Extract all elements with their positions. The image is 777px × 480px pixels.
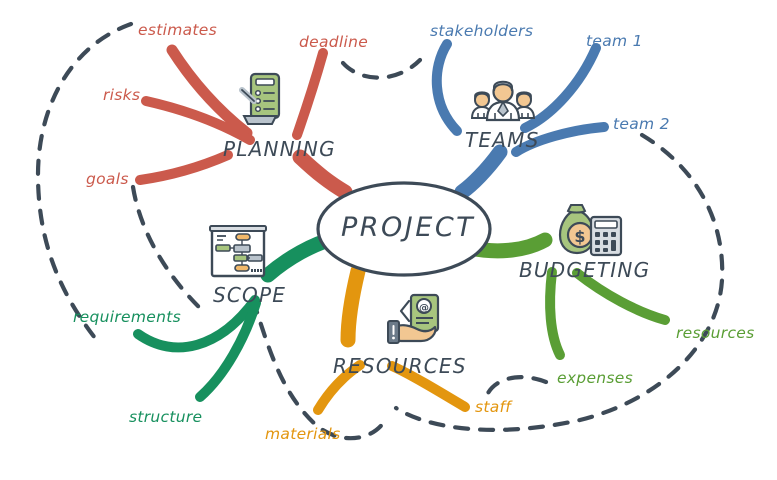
branch-stroke-resources-staff bbox=[387, 361, 470, 412]
branch-stroke-teams-team1 bbox=[520, 43, 601, 133]
branch-label-planning[interactable]: PLANNING bbox=[223, 137, 336, 161]
leaf-label-expenses[interactable]: expenses bbox=[557, 369, 633, 387]
branch-label-teams[interactable]: TEAMS bbox=[465, 128, 540, 152]
branch-stroke-planning-goals bbox=[135, 150, 233, 185]
branch-stroke-planning-estimates bbox=[166, 44, 253, 139]
branch-label-scope[interactable]: SCOPE bbox=[213, 283, 287, 307]
svg-text:$: $ bbox=[574, 227, 585, 246]
leaf-label-structure[interactable]: structure bbox=[129, 408, 203, 426]
leaf-label-staff[interactable]: staff bbox=[475, 398, 512, 416]
leaf-label-materials[interactable]: materials bbox=[265, 425, 341, 443]
branch-stroke-planning-risks bbox=[141, 96, 255, 145]
dashed-arc-right-outer bbox=[393, 132, 725, 432]
money-bag-calculator-icon: $ bbox=[558, 204, 623, 257]
flowchart-board-icon bbox=[209, 225, 267, 278]
central-topic-label[interactable]: PROJECT bbox=[341, 212, 476, 243]
leaf-label-stakeholders[interactable]: stakeholders bbox=[430, 22, 534, 40]
branch-stroke-resources-main bbox=[340, 263, 366, 348]
branch-resources[interactable] bbox=[313, 263, 470, 415]
central-topic-ellipse[interactable] bbox=[316, 181, 492, 277]
branch-stroke-teams-main bbox=[454, 144, 508, 200]
leaf-label-team-1[interactable]: team 1 bbox=[586, 32, 643, 50]
leaf-label-risks[interactable]: risks bbox=[103, 86, 141, 104]
branch-stroke-scope-structure bbox=[195, 298, 261, 402]
branch-label-resources[interactable]: RESOURCES bbox=[333, 354, 467, 378]
branch-teams[interactable] bbox=[431, 39, 609, 200]
leaf-label-requirements[interactable]: requirements bbox=[73, 308, 181, 326]
leaf-label-resources[interactable]: resources bbox=[676, 324, 755, 342]
three-people-icon bbox=[470, 80, 536, 122]
leaf-label-team-2[interactable]: team 2 bbox=[613, 115, 670, 133]
hand-id-card-icon: @ bbox=[387, 293, 440, 344]
dashed-arc-left-outer bbox=[35, 21, 134, 341]
branch-stroke-resources-materials bbox=[313, 360, 365, 415]
leaf-label-goals[interactable]: goals bbox=[86, 170, 129, 188]
clipboard-checklist-icon bbox=[239, 72, 281, 125]
dashed-arc-expenses-staff bbox=[484, 375, 549, 398]
dashed-contours bbox=[35, 21, 725, 441]
branch-stroke-teams-stakeholders bbox=[431, 39, 462, 136]
branch-label-budgeting[interactable]: BUDGETING bbox=[519, 258, 651, 282]
branch-planning[interactable] bbox=[135, 44, 353, 200]
branch-stroke-planning-deadline bbox=[292, 48, 328, 140]
branch-stroke-budgeting-resources bbox=[572, 268, 670, 325]
branch-stroke-planning-main bbox=[292, 149, 353, 200]
svg-text:@: @ bbox=[419, 303, 429, 314]
branch-stroke-scope-requirements bbox=[133, 295, 260, 353]
leaf-label-estimates[interactable]: estimates bbox=[138, 21, 217, 39]
dashed-arc-goals-requirements bbox=[130, 184, 208, 316]
dashed-arc-top-center bbox=[340, 57, 423, 80]
leaf-label-deadline[interactable]: deadline bbox=[299, 33, 369, 51]
branch-stroke-budgeting-expenses bbox=[545, 267, 565, 360]
branch-stroke-teams-team2 bbox=[511, 122, 609, 157]
dashed-arc-scope-materials bbox=[250, 297, 387, 441]
